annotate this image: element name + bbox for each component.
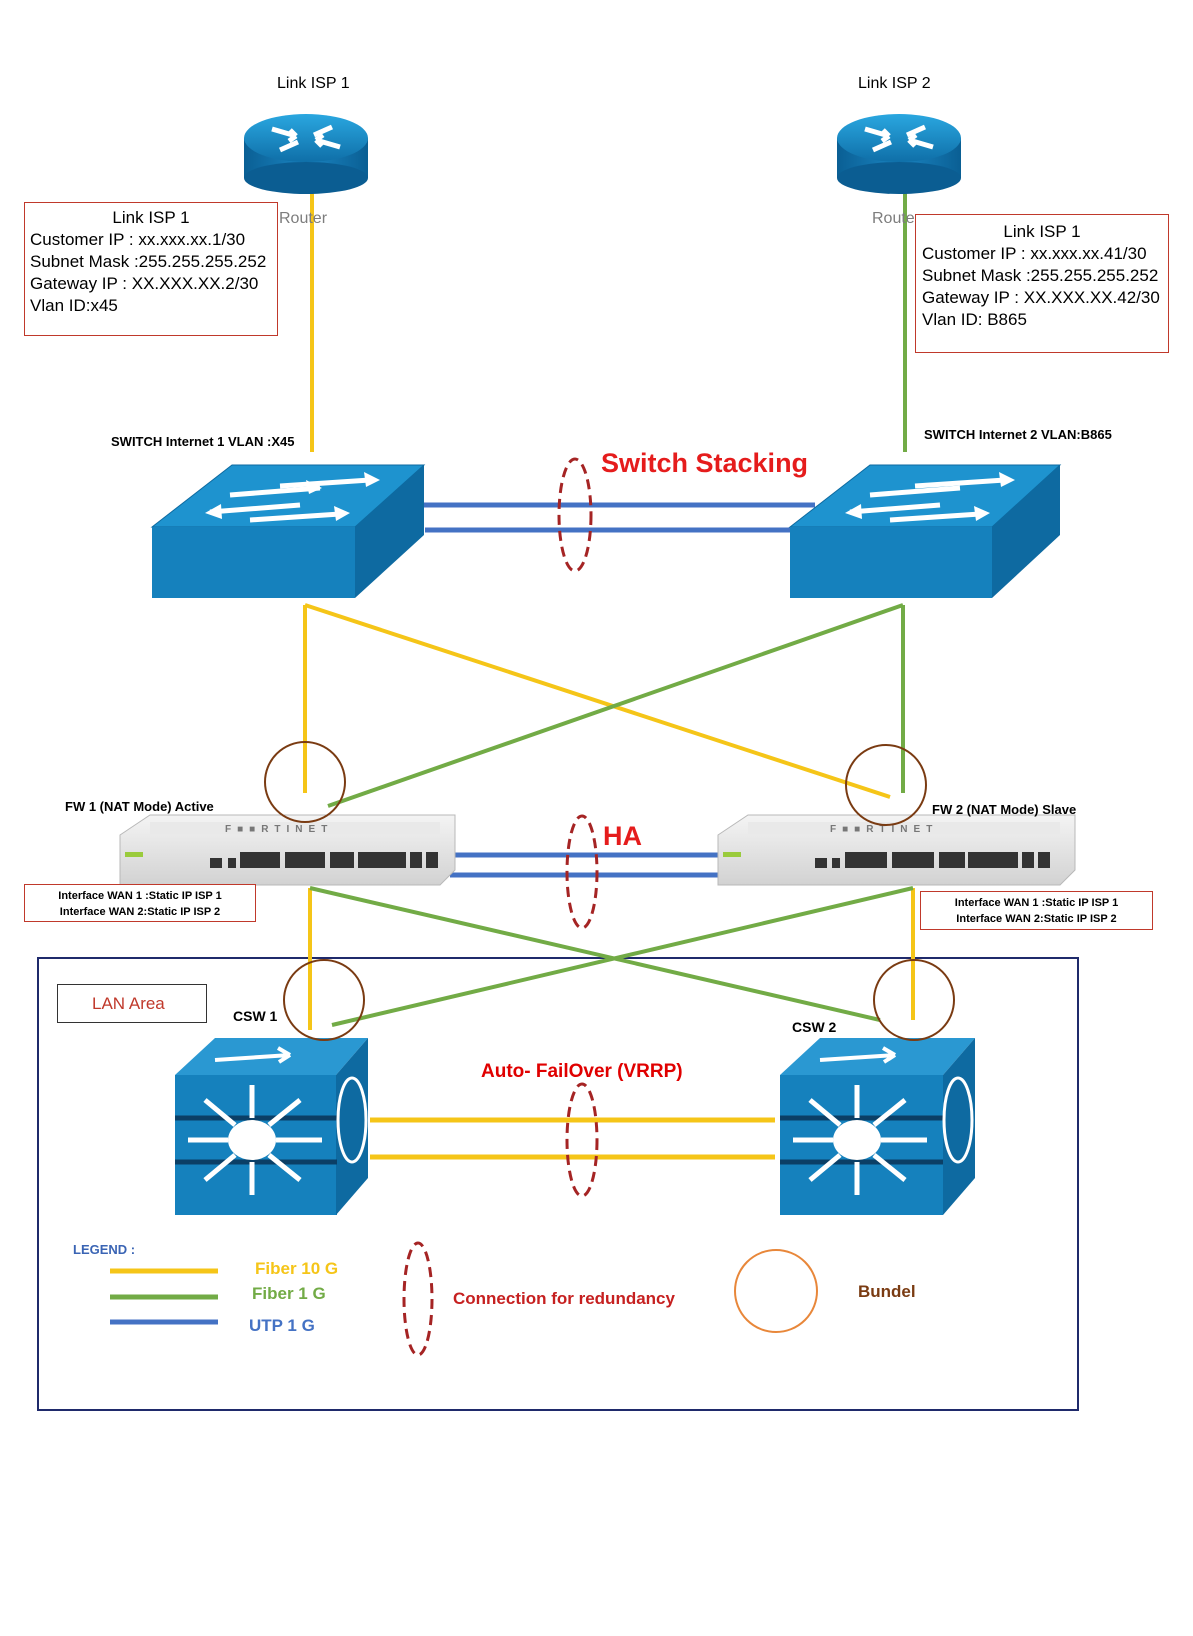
isp1-subnet-mask: Subnet Mask :255.255.255.252 [30, 252, 267, 271]
csw1-label: CSW 1 [233, 1008, 278, 1024]
router-isp2-label: Router [872, 210, 921, 227]
core-switch-1-icon [175, 1038, 368, 1215]
core-switch-2-icon [780, 1038, 975, 1215]
isp2-info-box: Link ISP 1 Customer IP : xx.xxx.xx.41/30… [915, 214, 1169, 353]
fw1-wan2: Interface WAN 2:Static IP ISP 2 [59, 906, 221, 918]
legend-bundle-label: Bundel [858, 1282, 916, 1301]
switch1-label: SWITCH Internet 1 VLAN :X45 [111, 434, 295, 449]
router-isp1-label: Router [279, 210, 328, 227]
redundancy-marker-ha [565, 814, 599, 930]
lan-area-label: LAN Area [92, 994, 165, 1013]
fw1-label: FW 1 (NAT Mode) Active [65, 799, 214, 814]
link-sw1-fw2 [304, 603, 891, 799]
isp1-title: Link ISP 1 [277, 75, 350, 92]
bundle-circle-csw2 [873, 959, 955, 1041]
redundancy-marker-stacking [557, 457, 593, 573]
svg-text:F■■RTINET: F■■RTINET [225, 824, 333, 835]
link-fw1-csw2 [309, 886, 881, 1022]
firewall-2-icon: F■■RTINET [717, 814, 1076, 886]
isp1-info-box: Link ISP 1 Customer IP : xx.xxx.xx.1/30 … [24, 202, 278, 336]
csw2-label: CSW 2 [792, 1019, 837, 1035]
ha-label: HA [603, 821, 642, 851]
fw2-label: FW 2 (NAT Mode) Slave [932, 802, 1077, 817]
isp2-title: Link ISP 2 [858, 75, 931, 92]
legend-redundancy-label: Connection for redundancy [453, 1289, 675, 1308]
vrrp-label: Auto- FailOver (VRRP) [481, 1061, 683, 1082]
legend-utp-label: UTP 1 G [249, 1316, 315, 1335]
legend-redundancy-ellipse [402, 1241, 434, 1357]
isp1-gateway-ip: Gateway IP : XX.XXX.XX.2/30 [30, 274, 259, 293]
router-isp1-icon [244, 114, 368, 194]
isp1-vlan-id: Vlan ID:x45 [30, 296, 118, 315]
bundle-circle-fw1 [264, 741, 346, 823]
bundle-circle-fw2 [845, 744, 927, 826]
legend-fiber10-label: Fiber 10 G [255, 1259, 339, 1278]
fw1-wan1: Interface WAN 1 :Static IP ISP 1 [58, 890, 222, 902]
isp2-vlan-id: Vlan ID: B865 [922, 310, 1027, 329]
isp2-customer-ip: Customer IP : xx.xxx.xx.41/30 [922, 244, 1147, 263]
lan-area-label-box: LAN Area [57, 984, 207, 1023]
switch-internet-2-icon [788, 464, 1062, 598]
link-fw2-csw1 [331, 886, 914, 1027]
switch-stacking-label: Switch Stacking [601, 448, 809, 478]
firewall-1-icon: F■■RTINET [119, 814, 456, 886]
isp2-info-heading: Link ISP 1 [1003, 222, 1081, 241]
isp2-subnet-mask: Subnet Mask :255.255.255.252 [922, 266, 1159, 285]
router-isp2-icon [837, 114, 961, 194]
switch-internet-1-icon [150, 464, 426, 598]
isp2-gateway-ip: Gateway IP : XX.XXX.XX.42/30 [922, 288, 1160, 307]
lan-area-frame [37, 957, 1079, 1411]
bundle-circle-csw1 [283, 959, 365, 1041]
fw1-interface-box: Interface WAN 1 :Static IP ISP 1 Interfa… [24, 884, 256, 922]
legend-bundle-circle [734, 1249, 818, 1333]
isp1-customer-ip: Customer IP : xx.xxx.xx.1/30 [30, 230, 246, 249]
fw2-wan1: Interface WAN 1 :Static IP ISP 1 [954, 897, 1119, 909]
fw2-interface-box: Interface WAN 1 :Static IP ISP 1 Interfa… [920, 891, 1153, 930]
switch2-label: SWITCH Internet 2 VLAN:B865 [924, 427, 1112, 442]
svg-text:F■■RTINET: F■■RTINET [830, 824, 938, 835]
legend-fiber1-label: Fiber 1 G [252, 1284, 326, 1303]
redundancy-marker-vrrp [565, 1082, 599, 1198]
isp1-info-heading: Link ISP 1 [112, 208, 190, 227]
link-sw2-fw1 [327, 603, 904, 808]
fw2-wan2: Interface WAN 2:Static IP ISP 2 [956, 913, 1117, 925]
legend-title: LEGEND : [73, 1242, 136, 1257]
